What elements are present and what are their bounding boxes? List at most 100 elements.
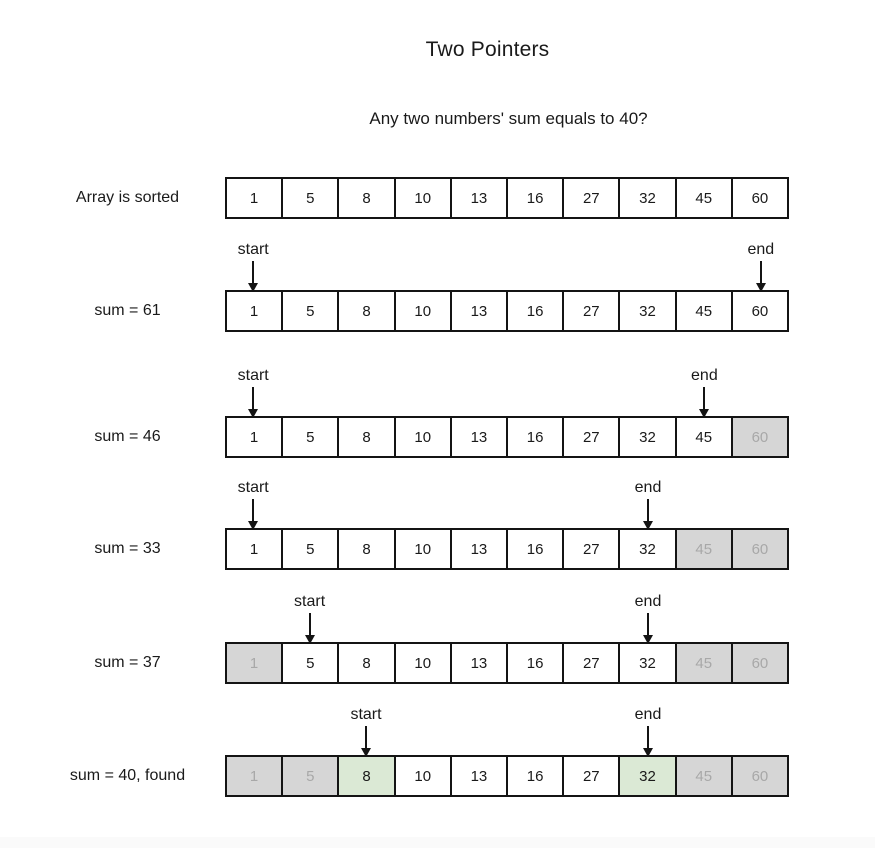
arrow-head [248,283,259,292]
arrow-head [248,521,259,530]
array-cell: 10 [395,530,452,568]
array-cell: 16 [508,179,565,217]
arrow-head [361,748,371,757]
array-cell: 5 [283,530,340,568]
arrow-line [647,726,649,748]
arrow-head [248,409,259,418]
array-cell: 8 [339,179,396,217]
arrow-down-icon [248,261,259,292]
arrow-line [365,726,367,748]
arrow-down-icon [643,499,653,530]
array-cell: 13 [451,292,509,330]
arrow-head [755,283,766,292]
array-cell: 1 [227,292,284,330]
start-pointer: start [213,241,293,292]
array-cell: 13 [451,179,509,217]
array-cell: 8 [339,418,396,456]
row-label: sum = 46 [94,428,161,445]
array-cell: 45 [676,757,733,795]
array-cell: 60 [732,757,788,795]
arrow-line [647,613,649,635]
arrow-line [647,499,649,521]
row-label: sum = 33 [94,540,161,557]
arrow-line [703,387,706,409]
array-cell: 32 [620,179,677,217]
arrow-down-icon [643,726,653,757]
array-cell: 8 [339,757,396,795]
array-cell: 16 [508,418,565,456]
arrow-line [252,261,255,283]
end-pointer-label: end [634,706,662,723]
arrow-down-icon [248,387,259,418]
array-cell: 16 [508,292,565,330]
end-pointer: end [664,367,744,418]
arrow-head [643,521,653,530]
array-cell: 13 [451,644,509,682]
row-label: sum = 40, found [69,767,186,784]
array-cell: 10 [395,179,452,217]
array-cell: 5 [283,292,340,330]
diagram-title: Two Pointers [425,38,550,61]
array-cell: 13 [451,530,509,568]
array-cell: 16 [508,530,565,568]
array-cell: 10 [395,644,452,682]
start-pointer: start [270,593,350,644]
arrow-down-icon [755,261,766,292]
array-cell: 32 [620,757,677,795]
end-pointer: end [721,241,801,292]
start-pointer: start [326,706,406,757]
arrow-head [304,635,315,644]
array-cell: 16 [508,757,565,795]
row-label: sum = 37 [94,654,161,671]
end-pointer: end [608,479,688,530]
arrow-line [308,613,311,635]
array-cell: 60 [732,644,788,682]
array-cell: 8 [339,644,396,682]
array-cell: 13 [451,418,509,456]
end-pointer: end [608,593,688,644]
array-cell: 27 [564,179,621,217]
array-cell: 27 [564,644,621,682]
start-pointer-label: start [237,367,269,384]
array-cell: 27 [564,530,621,568]
array-cell: 60 [732,530,788,568]
array-cell: 13 [451,757,509,795]
array-cell: 45 [676,418,733,456]
array-cell: 16 [508,644,565,682]
diagram-question: Any two numbers' sum equals to 40? [369,109,648,128]
array-cell: 5 [283,418,340,456]
array-cell: 27 [564,418,621,456]
end-pointer: end [608,706,688,757]
arrow-down-icon [304,613,315,644]
array-cell: 8 [339,292,396,330]
end-pointer-label: end [747,241,775,258]
end-pointer-label: end [691,367,718,384]
start-pointer-label: start [350,706,382,723]
arrow-down-icon [643,613,653,644]
arrow-down-icon [361,726,371,757]
array-cell: 60 [732,292,788,330]
array-cell: 32 [620,292,677,330]
end-pointer-label: end [634,593,662,610]
start-pointer-label: start [237,479,269,496]
array-cell: 5 [283,179,340,217]
array-cell: 45 [676,292,733,330]
array-cell: 32 [620,644,677,682]
arrow-down-icon [699,387,710,418]
array-cell: 5 [283,757,340,795]
array-cell: 8 [339,530,396,568]
array-cell: 10 [395,418,452,456]
array-cell: 60 [732,179,788,217]
arrow-down-icon [248,499,259,530]
array-cell: 5 [283,644,340,682]
row-label: sum = 61 [94,302,161,319]
array-cell: 27 [564,292,621,330]
